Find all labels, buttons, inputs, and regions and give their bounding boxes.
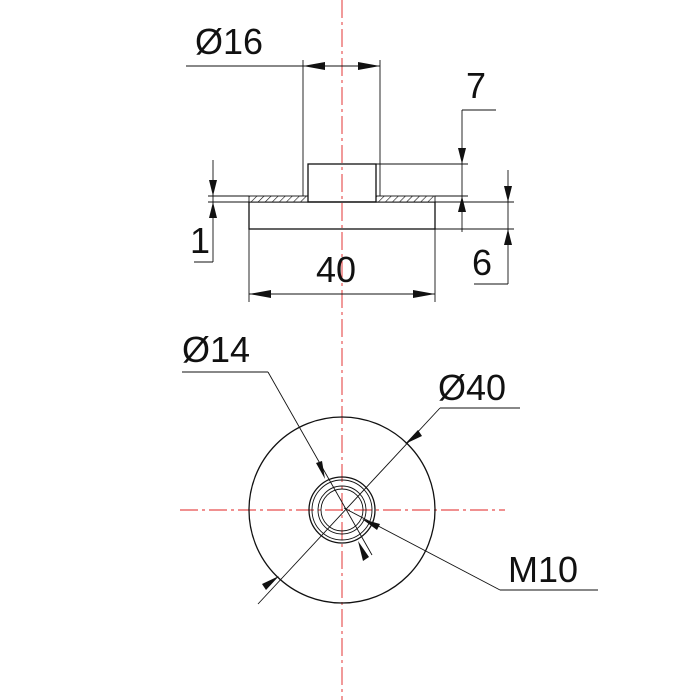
boss (307, 163, 377, 203)
hatched-layer-right-fill (376, 196, 435, 202)
arrow-boss-height-top (458, 148, 466, 164)
arrow-hole-diameter-bottom (358, 541, 369, 561)
arrow-base-height-bottom (504, 229, 512, 245)
arrow-boss-height-bottom (458, 196, 466, 212)
arrow-base-width-right (413, 290, 435, 298)
thread-inner-circle (320, 488, 364, 532)
label-layer-thickness: 1 (190, 220, 210, 261)
leader-thread (343, 507, 501, 591)
label-top-diameter: Ø16 (195, 21, 263, 62)
arrow-base-width-left (249, 290, 271, 298)
outer-disc (248, 416, 436, 604)
thread-circle (317, 485, 367, 535)
arrow-layer-thickness-top (209, 180, 217, 196)
label-outer-diameter: Ø40 (438, 367, 506, 408)
label-hole-diameter: Ø14 (182, 329, 250, 370)
label-base-width: 40 (316, 249, 356, 290)
arrow-layer-thickness-bottom (209, 202, 217, 218)
label-base-height: 6 (472, 242, 492, 283)
arrow-outer-diameter-top (405, 430, 422, 444)
boss-circle (308, 476, 376, 544)
arrow-base-height-top (504, 186, 512, 202)
arrow-top-diameter-right (358, 62, 380, 70)
arrow-hole-diameter-top (316, 461, 325, 479)
arrow-thread (362, 519, 380, 530)
label-thread: M10 (508, 549, 578, 590)
label-boss-height: 7 (466, 65, 486, 106)
arrow-top-diameter-left (303, 62, 325, 70)
hatched-layer-left-fill (249, 196, 308, 202)
top-view: Ø14 Ø40 M10 (182, 329, 598, 605)
side-view: Ø16 7 1 6 40 (186, 21, 514, 302)
hole-outer-circle (311, 479, 373, 541)
arrow-outer-diameter-bottom (262, 576, 279, 590)
